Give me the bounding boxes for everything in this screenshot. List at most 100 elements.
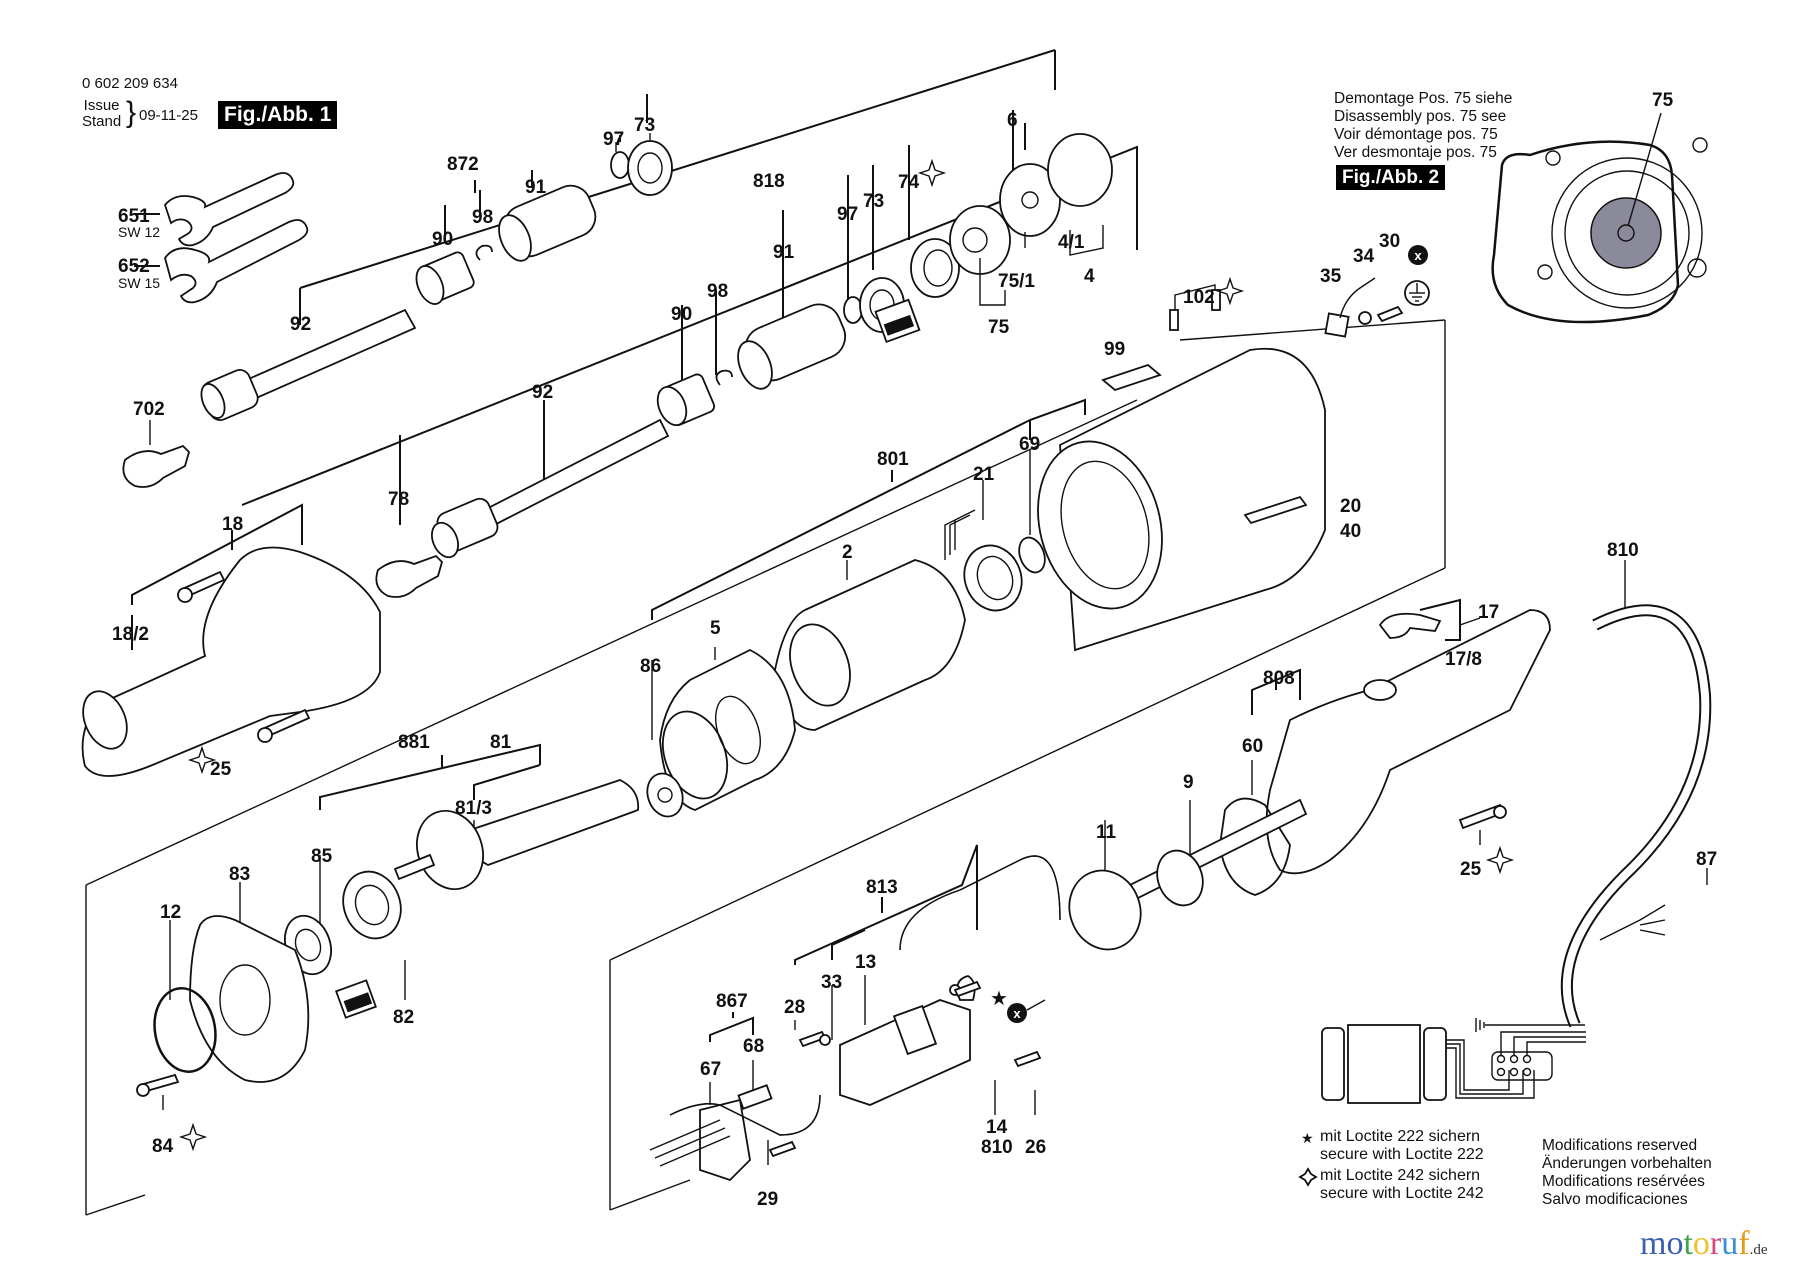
callout-18-2: 18/2 bbox=[112, 624, 149, 645]
callout-5: 5 bbox=[710, 618, 721, 639]
figure-2-badge: Fig./Abb. 2 bbox=[1336, 165, 1446, 190]
armature-81 bbox=[284, 743, 640, 1019]
callout-75: 75 bbox=[988, 317, 1010, 338]
callout-801: 801 bbox=[877, 449, 909, 470]
motor-housing bbox=[1037, 277, 1404, 652]
callout-813: 813 bbox=[866, 877, 898, 898]
callout-35: 35 bbox=[1320, 266, 1342, 287]
legend-star-line-1: mit Loctite 222 sichern bbox=[1320, 1128, 1481, 1145]
callout-21: 21 bbox=[973, 464, 995, 485]
loctite-242-markers bbox=[178, 158, 1515, 1152]
modifications-line: Salvo modificaciones bbox=[1542, 1191, 1688, 1208]
watermark-suffix: .de bbox=[1749, 1242, 1768, 1258]
callout-25: 25 bbox=[210, 759, 232, 780]
end-shield-83 bbox=[136, 882, 310, 1110]
watermark-letter: t bbox=[1683, 1225, 1693, 1262]
callout-25b: 25 bbox=[1460, 859, 1482, 880]
callout-86: 86 bbox=[640, 656, 661, 677]
callout-11: 11 bbox=[1096, 822, 1117, 843]
callout-67: 67 bbox=[700, 1059, 721, 1080]
callout-652-size: SW 15 bbox=[118, 275, 160, 291]
callout-90: 90 bbox=[432, 229, 453, 250]
bracket-lines bbox=[979, 123, 1104, 306]
callout-83: 83 bbox=[229, 864, 250, 885]
callout-90b: 90 bbox=[671, 304, 692, 325]
callout-28: 28 bbox=[784, 997, 805, 1018]
callout-75-1: 75/1 bbox=[998, 271, 1035, 292]
callout-26: 26 bbox=[1025, 1137, 1046, 1158]
loctite-222-legend-icon: ★ bbox=[1301, 1130, 1314, 1146]
callout-18: 18 bbox=[222, 514, 243, 535]
power-cable-810 bbox=[1560, 560, 1712, 1028]
modifications-notice: Modifications reserved Änderungen vorbeh… bbox=[1542, 1137, 1712, 1209]
callout-102: 102 bbox=[1183, 287, 1215, 308]
callout-20: 20 bbox=[1340, 496, 1361, 517]
callout-labels: 651 SW 12 652 SW 15 872 97 73 91 98 90 9… bbox=[112, 90, 1717, 1210]
wiring-schematic bbox=[1321, 1018, 1586, 1104]
wrench-652 bbox=[134, 219, 309, 304]
callout-651: 651 bbox=[118, 206, 150, 227]
callout-652: 652 bbox=[118, 256, 150, 277]
modifications-line: Modifications reserved bbox=[1542, 1137, 1698, 1154]
loctite-242-icon bbox=[917, 158, 947, 188]
legend-diamond-line-1: mit Loctite 242 sichern bbox=[1320, 1167, 1481, 1184]
callout-872: 872 bbox=[447, 154, 479, 175]
callout-17-8: 17/8 bbox=[1445, 649, 1482, 670]
callout-fig2-75: 75 bbox=[1652, 90, 1674, 111]
switch-813 bbox=[649, 844, 1061, 1182]
issue-label: Issue Stand bbox=[82, 98, 121, 130]
loctite-242-icon bbox=[187, 745, 217, 775]
spindle-assembly-2 bbox=[399, 110, 1113, 559]
fig2-note-line: Voir démontage pos. 75 bbox=[1334, 126, 1498, 143]
callout-91b: 91 bbox=[773, 242, 795, 263]
legend: ★ mit Loctite 222 sichern secure with Lo… bbox=[1298, 1128, 1484, 1203]
callout-91: 91 bbox=[525, 177, 547, 198]
ground-symbol bbox=[1404, 280, 1430, 306]
x-marker-icon: x bbox=[1408, 245, 1428, 265]
callout-881: 881 bbox=[398, 732, 430, 753]
loctite-242-legend-icon bbox=[1298, 1167, 1318, 1187]
legend-star-line-2: secure with Loctite 222 bbox=[1320, 1146, 1484, 1163]
callout-702: 702 bbox=[133, 399, 165, 420]
fig2-note: Demontage Pos. 75 siehe Disassembly pos.… bbox=[1334, 90, 1512, 162]
callout-651-size: SW 12 bbox=[118, 224, 160, 240]
issue-date: 09-11-25 bbox=[139, 107, 198, 124]
svg-text:x: x bbox=[1414, 248, 1422, 263]
callout-81: 81 bbox=[490, 732, 512, 753]
panel-lines bbox=[85, 49, 1446, 1216]
handle-808 bbox=[1068, 598, 1551, 951]
callout-74: 74 bbox=[898, 172, 920, 193]
svg-text:x: x bbox=[1013, 1006, 1021, 1021]
callout-34: 34 bbox=[1353, 246, 1375, 267]
callout-33: 33 bbox=[821, 972, 842, 993]
callout-818: 818 bbox=[753, 171, 785, 192]
callout-9: 9 bbox=[1183, 772, 1194, 793]
issue-label-en: Issue bbox=[83, 97, 120, 114]
callout-2: 2 bbox=[842, 542, 853, 563]
issue-brace: } bbox=[126, 96, 137, 129]
callout-68: 68 bbox=[743, 1036, 764, 1057]
callout-97b: 97 bbox=[837, 204, 858, 225]
callout-867: 867 bbox=[716, 991, 748, 1012]
callout-98: 98 bbox=[472, 207, 493, 228]
callout-73: 73 bbox=[634, 115, 655, 136]
callout-84: 84 bbox=[152, 1136, 174, 1157]
callout-13: 13 bbox=[855, 952, 876, 973]
callout-14: 14 bbox=[986, 1117, 1008, 1138]
callout-29: 29 bbox=[757, 1189, 778, 1210]
loctite-242-icon bbox=[1215, 276, 1245, 306]
watermark-letter: o bbox=[1666, 1225, 1684, 1262]
callout-85: 85 bbox=[311, 846, 333, 867]
collet-nut-702 bbox=[122, 420, 191, 488]
callout-12: 12 bbox=[160, 902, 181, 923]
watermark-logo: motoruf.de bbox=[1640, 1225, 1767, 1263]
fig2-note-line: Ver desmontaje pos. 75 bbox=[1334, 144, 1497, 161]
callout-30: 30 bbox=[1379, 231, 1400, 252]
watermark-letter: o bbox=[1692, 1225, 1710, 1262]
gear-head-18 bbox=[81, 503, 381, 777]
field-assembly-801 bbox=[646, 398, 1086, 818]
callout-6: 6 bbox=[1007, 110, 1018, 131]
watermark-letter: f bbox=[1738, 1225, 1750, 1262]
callout-78: 78 bbox=[388, 489, 409, 510]
callout-69: 69 bbox=[1019, 434, 1040, 455]
